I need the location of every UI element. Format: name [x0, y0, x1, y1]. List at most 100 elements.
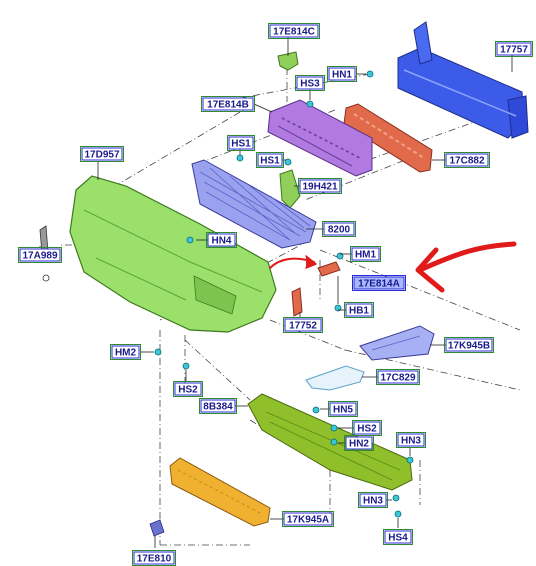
label-text: HN4 — [211, 236, 231, 247]
clip-hs2a — [182, 362, 190, 370]
clip-hs2b — [330, 424, 338, 432]
part-labels: 17E814C17757HN1HS317E814B17C88217D957HS1… — [18, 23, 533, 566]
label-box — [345, 436, 373, 450]
label-box — [353, 276, 405, 290]
label-frame — [352, 275, 406, 291]
label-hn1: HN1 — [327, 66, 357, 82]
label-frame — [295, 75, 325, 91]
label-hs1: HS1 — [227, 135, 255, 151]
clip-hs1a — [236, 154, 244, 162]
reinforcement-beam-17757 — [397, 21, 529, 139]
label-box — [202, 97, 254, 111]
deflector-17K945A — [169, 457, 271, 527]
label-text: 17E810 — [137, 554, 172, 565]
label-text: HS3 — [300, 79, 320, 90]
label-frame — [344, 435, 374, 451]
label-text: 17C829 — [380, 373, 415, 384]
label-box — [328, 67, 356, 81]
label-frame — [358, 492, 388, 508]
label-hs1: HS1 — [256, 152, 284, 168]
label-box — [228, 136, 254, 150]
label-17e810: 17E810 — [132, 550, 176, 566]
label-box — [359, 493, 387, 507]
label-frame — [173, 381, 203, 397]
label-17e814a: 17E814A — [352, 275, 406, 291]
label-text: 17757 — [500, 45, 528, 56]
label-frame — [383, 529, 413, 545]
label-text: HS1 — [231, 139, 251, 150]
label-text: 17752 — [289, 321, 317, 332]
label-frame — [327, 66, 357, 82]
label-hs4: HS4 — [383, 529, 413, 545]
label-frame — [80, 146, 124, 162]
label-text: 19H421 — [302, 182, 337, 193]
clip-hm2 — [154, 348, 162, 356]
label-17k945a: 17K945A — [282, 511, 334, 527]
label-box — [445, 153, 489, 167]
label-19h421: 19H421 — [298, 178, 342, 194]
label-frame — [227, 135, 255, 151]
label-frame — [444, 337, 494, 353]
bracket-17E814C — [277, 51, 299, 71]
label-8b384: 8B384 — [199, 398, 237, 414]
label-8200: 8200 — [322, 221, 356, 237]
label-box — [384, 530, 412, 544]
label-box — [111, 345, 140, 359]
label-text: HM2 — [115, 348, 137, 359]
label-box — [269, 24, 319, 38]
label-text: HS1 — [260, 156, 280, 167]
label-box — [257, 153, 283, 167]
label-box — [299, 179, 341, 193]
label-text: HN3 — [363, 496, 383, 507]
label-text: 17E814C — [273, 27, 315, 38]
label-box — [174, 382, 202, 396]
label-box — [496, 42, 532, 56]
label-box — [329, 402, 357, 416]
deflector-17K945B — [359, 325, 435, 361]
clip-hs3 — [306, 100, 314, 108]
label-frame — [328, 401, 358, 417]
label-17d957: 17D957 — [80, 146, 124, 162]
clip-hn3b — [392, 494, 400, 502]
bracket-17E814B — [267, 99, 373, 177]
label-box — [353, 421, 381, 435]
clip-hn4 — [186, 236, 194, 244]
label-text: HN2 — [349, 439, 369, 450]
label-17c882: 17C882 — [444, 152, 490, 168]
label-frame — [18, 247, 62, 263]
label-frame — [110, 344, 141, 360]
label-text: 8200 — [328, 225, 351, 236]
label-frame — [283, 317, 323, 333]
label-text: 17A989 — [22, 251, 57, 262]
label-text: 17E814B — [207, 100, 249, 111]
label-hm1: HM1 — [350, 246, 381, 262]
label-text: HN1 — [332, 70, 352, 81]
label-box — [200, 399, 236, 413]
label-frame — [206, 232, 237, 248]
bumper-cover-17D957 — [69, 175, 277, 333]
label-hs2: HS2 — [173, 381, 203, 397]
label-frame — [201, 96, 255, 112]
label-17e814c: 17E814C — [268, 23, 320, 39]
label-frame — [495, 41, 533, 57]
clip-hn1 — [366, 70, 374, 78]
label-text: HS4 — [388, 533, 408, 544]
label-text: HB1 — [349, 306, 369, 317]
label-text: HM1 — [355, 250, 377, 261]
clip-hn2 — [330, 438, 338, 446]
label-box — [296, 76, 324, 90]
grille-8200 — [191, 159, 317, 249]
label-box — [283, 512, 333, 526]
label-17k945b: 17K945B — [444, 337, 494, 353]
fastener-clips — [154, 70, 414, 518]
label-box — [397, 433, 425, 447]
label-box — [19, 248, 61, 262]
label-frame — [322, 221, 356, 237]
label-box — [133, 551, 175, 565]
clip-hs1b — [284, 158, 292, 166]
bracket-19H421 — [279, 169, 301, 209]
label-frame — [282, 511, 334, 527]
label-text: 8B384 — [203, 402, 233, 413]
clip-hs4 — [394, 510, 402, 518]
label-frame — [268, 23, 320, 39]
